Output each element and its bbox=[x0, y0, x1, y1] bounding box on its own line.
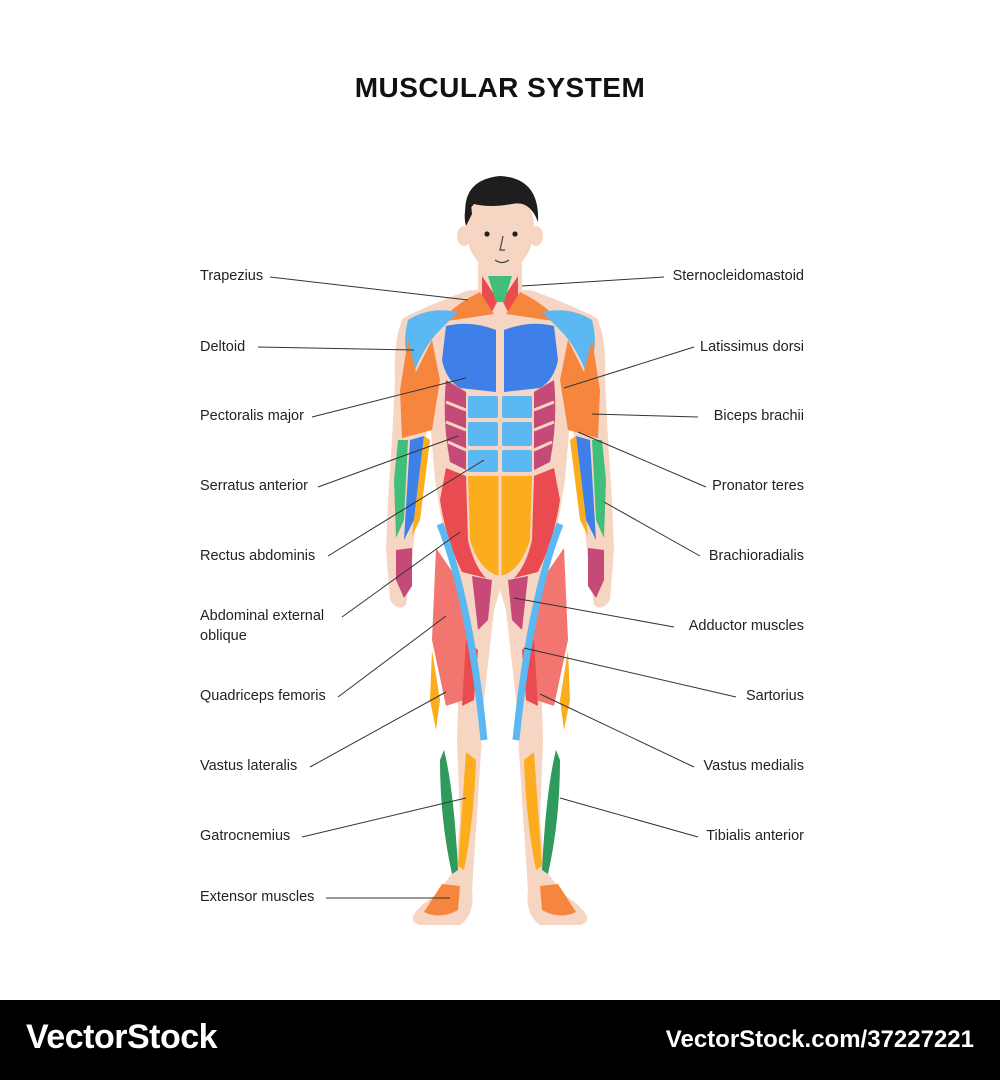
label-trapezius: Trapezius bbox=[200, 268, 264, 284]
calf-left-green bbox=[440, 750, 458, 874]
forearm-right-blue bbox=[576, 436, 596, 540]
leader-vastus-medialis bbox=[539, 693, 695, 768]
hand-left bbox=[396, 548, 412, 598]
brand-logo: VectorStock bbox=[26, 1018, 218, 1056]
page-title: MUSCULAR SYSTEM bbox=[354, 72, 646, 103]
label-pectoralis-major: Pectoralis major bbox=[200, 408, 304, 424]
forearm-left-orange bbox=[412, 436, 430, 536]
upper-arm-right bbox=[560, 340, 600, 438]
neck-center bbox=[488, 276, 512, 302]
label-extensor-muscles: Extensor muscles bbox=[200, 889, 315, 905]
label-biceps-brachii: Biceps brachii bbox=[713, 408, 804, 424]
hand-right bbox=[588, 548, 604, 598]
leader-deltoid bbox=[257, 346, 415, 351]
label-sartorius: Sartorius bbox=[745, 688, 804, 704]
adductor-left bbox=[472, 576, 492, 630]
label-vastus-medialis: Vastus medialis bbox=[703, 758, 804, 774]
leader-gatrocnemius bbox=[301, 797, 467, 838]
leader-pectoralis-major bbox=[311, 377, 467, 418]
foot-right bbox=[540, 884, 576, 916]
serratus-lines bbox=[445, 400, 555, 452]
leader-abdominal-oblique bbox=[341, 531, 461, 618]
calf-right-green bbox=[542, 750, 560, 874]
vastus-lateralis-left bbox=[430, 650, 440, 730]
label-brachioradialis: Brachioradialis bbox=[708, 548, 804, 564]
label-quadriceps-femoris: Quadriceps femoris bbox=[200, 688, 326, 704]
pectoral-left bbox=[442, 323, 496, 392]
human-figure bbox=[386, 176, 614, 925]
neck-muscle-right bbox=[502, 276, 518, 312]
sartorius-right bbox=[512, 522, 564, 741]
footer-bar: VectorStock VectorStock.com/37227221 bbox=[0, 1000, 1000, 1080]
pectoral-right bbox=[504, 323, 558, 392]
foot-left bbox=[424, 884, 460, 916]
label-sternocleidomastoid: Sternocleidomastoid bbox=[672, 268, 804, 284]
leader-biceps bbox=[591, 413, 699, 418]
upper-arm-left bbox=[400, 340, 440, 438]
leader-pronator bbox=[577, 431, 707, 488]
label-adductor-muscles: Adductor muscles bbox=[688, 618, 804, 634]
leader-sternocleidomastoid bbox=[521, 276, 665, 287]
label-gatrocnemius: Gatrocnemius bbox=[200, 828, 291, 844]
leader-adductor bbox=[513, 597, 675, 628]
leader-sartorius bbox=[523, 647, 737, 698]
forearm-left-blue bbox=[404, 436, 424, 540]
label-deltoid: Deltoid bbox=[200, 339, 246, 355]
leader-serratus-anterior bbox=[317, 435, 459, 488]
forearm-right-orange bbox=[570, 436, 588, 536]
neck-muscle-left bbox=[482, 276, 498, 312]
leader-tibialis bbox=[559, 797, 699, 838]
image-id: VectorStock.com/37227221 bbox=[665, 1026, 974, 1053]
deltoid-left bbox=[405, 310, 458, 372]
leader-lines bbox=[257, 276, 737, 899]
oblique-left bbox=[440, 468, 486, 578]
calf-right-orange bbox=[524, 752, 542, 870]
sartorius-left bbox=[436, 522, 488, 741]
muscle-diagram bbox=[257, 176, 737, 925]
vastus-lateralis-right bbox=[560, 650, 570, 730]
forearm-right-green bbox=[592, 440, 606, 538]
leader-rectus-abdominis bbox=[327, 459, 485, 557]
label-vastus-lateralis: Vastus lateralis bbox=[200, 758, 298, 774]
label-latissimus-dorsi: Latissimus dorsi bbox=[700, 339, 804, 355]
oblique-right bbox=[514, 468, 560, 578]
label-rectus-abdominis: Rectus abdominis bbox=[200, 548, 316, 564]
adductor-right bbox=[508, 576, 528, 630]
leader-latissimus bbox=[563, 346, 695, 389]
face bbox=[484, 231, 518, 264]
leader-quadriceps bbox=[337, 615, 447, 698]
label-abdominal-external-oblique: Abdominal external oblique bbox=[200, 608, 325, 644]
leader-vastus-lateralis bbox=[309, 691, 447, 768]
leader-trapezius bbox=[269, 276, 469, 301]
leader-brachioradialis bbox=[603, 501, 701, 557]
label-serratus-anterior: Serratus anterior bbox=[200, 478, 308, 494]
hair bbox=[465, 176, 539, 222]
rectus-abdominis bbox=[468, 396, 532, 472]
label-tibialis-anterior: Tibialis anterior bbox=[706, 828, 804, 844]
label-pronator-teres: Pronator teres bbox=[712, 478, 804, 494]
deltoid-right bbox=[542, 310, 595, 372]
calf-left-orange bbox=[458, 752, 476, 870]
